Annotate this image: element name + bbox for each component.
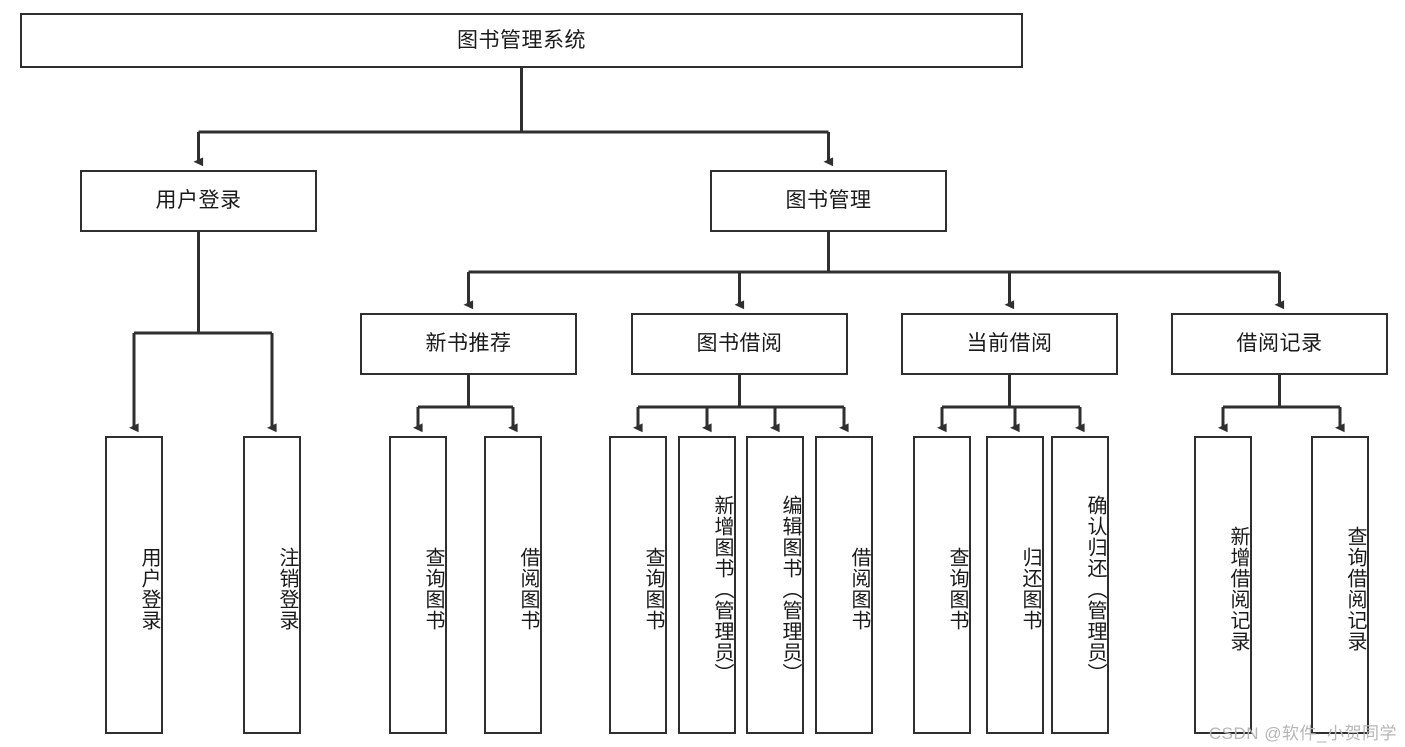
node-label: 用户登录 xyxy=(138,547,160,631)
node-label: 图书管理 xyxy=(785,189,872,213)
node-leaf-query-borrow-record[interactable]: 查询借阅记录 xyxy=(1311,436,1369,734)
node-label: 新书推荐 xyxy=(425,332,512,356)
node-leaf-query-book-3[interactable]: 查询图书 xyxy=(913,436,971,734)
node-book-borrow[interactable]: 图书借阅 xyxy=(631,313,848,375)
node-label: 归还图书 xyxy=(1019,547,1041,631)
node-label: 借阅图书 xyxy=(848,547,870,631)
node-leaf-borrow-book-1[interactable]: 借阅图书 xyxy=(484,436,542,734)
node-label: 查询图书 xyxy=(642,547,664,631)
node-label: 注销登录 xyxy=(276,547,298,631)
csdn-watermark: CSDN @软件_小贺同学 xyxy=(1208,724,1397,743)
node-label: 确认归还（管理员） xyxy=(1084,494,1106,684)
node-leaf-query-book-2[interactable]: 查询图书 xyxy=(609,436,667,734)
node-label: 查询图书 xyxy=(946,547,968,631)
node-leaf-return-book[interactable]: 归还图书 xyxy=(986,436,1044,734)
node-label: 新增图书（管理员） xyxy=(711,494,733,684)
node-label: 编辑图书（管理员） xyxy=(779,494,801,684)
node-book-management[interactable]: 图书管理 xyxy=(710,170,947,232)
node-current-borrow[interactable]: 当前借阅 xyxy=(901,313,1118,375)
node-leaf-query-book-1[interactable]: 查询图书 xyxy=(389,436,447,734)
node-new-book-recommend[interactable]: 新书推荐 xyxy=(360,313,577,375)
node-label: 当前借阅 xyxy=(966,332,1053,356)
node-borrow-records[interactable]: 借阅记录 xyxy=(1171,313,1388,375)
node-leaf-borrow-book-2[interactable]: 借阅图书 xyxy=(815,436,873,734)
node-leaf-edit-book-admin[interactable]: 编辑图书（管理员） xyxy=(746,436,804,734)
node-leaf-add-borrow-record[interactable]: 新增借阅记录 xyxy=(1194,436,1252,734)
node-leaf-confirm-return-admin[interactable]: 确认归还（管理员） xyxy=(1051,436,1109,734)
node-user-login[interactable]: 用户登录 xyxy=(80,170,317,232)
node-label: 查询图书 xyxy=(422,547,444,631)
node-label: 新增借阅记录 xyxy=(1227,526,1249,652)
node-label: 借阅记录 xyxy=(1236,332,1323,356)
node-label: 查询借阅记录 xyxy=(1344,526,1366,652)
node-label: 图书借阅 xyxy=(696,332,783,356)
node-label: 图书管理系统 xyxy=(457,28,586,52)
node-label: 借阅图书 xyxy=(517,547,539,631)
node-root-system[interactable]: 图书管理系统 xyxy=(20,13,1023,68)
node-leaf-add-book-admin[interactable]: 新增图书（管理员） xyxy=(678,436,736,734)
node-label: 用户登录 xyxy=(155,189,242,213)
node-leaf-user-login-do[interactable]: 用户登录 xyxy=(105,436,163,734)
node-leaf-user-logout[interactable]: 注销登录 xyxy=(243,436,301,734)
